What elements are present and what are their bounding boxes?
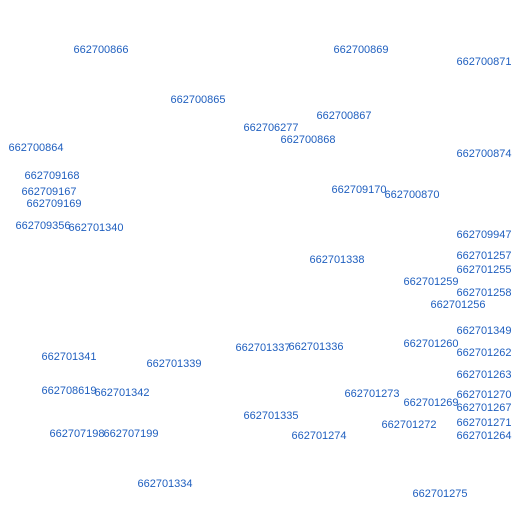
parcel-label[interactable]: 662701338 [309,254,365,266]
parcel-label[interactable]: 662700868 [280,134,336,146]
parcel-label[interactable]: 662701273 [344,388,400,400]
parcel-label[interactable]: 662701271 [456,417,512,429]
parcel-label[interactable]: 662701334 [137,478,193,490]
parcel-label[interactable]: 662701341 [41,351,97,363]
parcel-label[interactable]: 662700866 [73,44,129,56]
parcel-label[interactable]: 662706277 [243,122,299,134]
parcel-label[interactable]: 662701275 [412,488,468,500]
parcel-label[interactable]: 662709947 [456,229,512,241]
parcel-label[interactable]: 662707198 [49,428,105,440]
parcel-label[interactable]: 662701272 [381,419,437,431]
parcel-label[interactable]: 662701339 [146,358,202,370]
parcel-label[interactable]: 662701349 [456,325,512,337]
parcel-label[interactable]: 662709356 [15,220,71,232]
parcel-label[interactable]: 662701264 [456,430,512,442]
parcel-label[interactable]: 662701337 [235,342,291,354]
parcel-label[interactable]: 662701274 [291,430,347,442]
parcel-label[interactable]: 662701260 [403,338,459,350]
parcel-label[interactable]: 662700865 [170,94,226,106]
parcel-label[interactable]: 662701335 [243,410,299,422]
parcel-label[interactable]: 662701255 [456,264,512,276]
parcel-label[interactable]: 662700874 [456,148,512,160]
parcel-label[interactable]: 662701258 [456,287,512,299]
parcel-label[interactable]: 662701340 [68,222,124,234]
parcel-label[interactable]: 662709169 [26,198,82,210]
parcel-label[interactable]: 662701262 [456,347,512,359]
parcel-label[interactable]: 662707199 [103,428,159,440]
parcel-label[interactable]: 662701257 [456,250,512,262]
parcel-label[interactable]: 662701267 [456,402,512,414]
parcel-label[interactable]: 662708619 [41,385,97,397]
parcel-label[interactable]: 662701259 [403,276,459,288]
parcel-label[interactable]: 662700870 [384,189,440,201]
parcel-label[interactable]: 662701336 [288,341,344,353]
parcel-label[interactable]: 662701342 [94,387,150,399]
parcel-label[interactable]: 662709167 [21,186,77,198]
parcel-label[interactable]: 662700864 [8,142,64,154]
parcel-label[interactable]: 662701256 [430,299,486,311]
parcel-label[interactable]: 662701263 [456,369,512,381]
parcel-label[interactable]: 662701270 [456,389,512,401]
parcel-label[interactable]: 662709170 [331,184,387,196]
parcel-label[interactable]: 662700871 [456,56,512,68]
parcel-label[interactable]: 662709168 [24,170,80,182]
parcel-label[interactable]: 662700867 [316,110,372,122]
parcel-label[interactable]: 662700869 [333,44,389,56]
parcel-label[interactable]: 662701269 [403,397,459,409]
